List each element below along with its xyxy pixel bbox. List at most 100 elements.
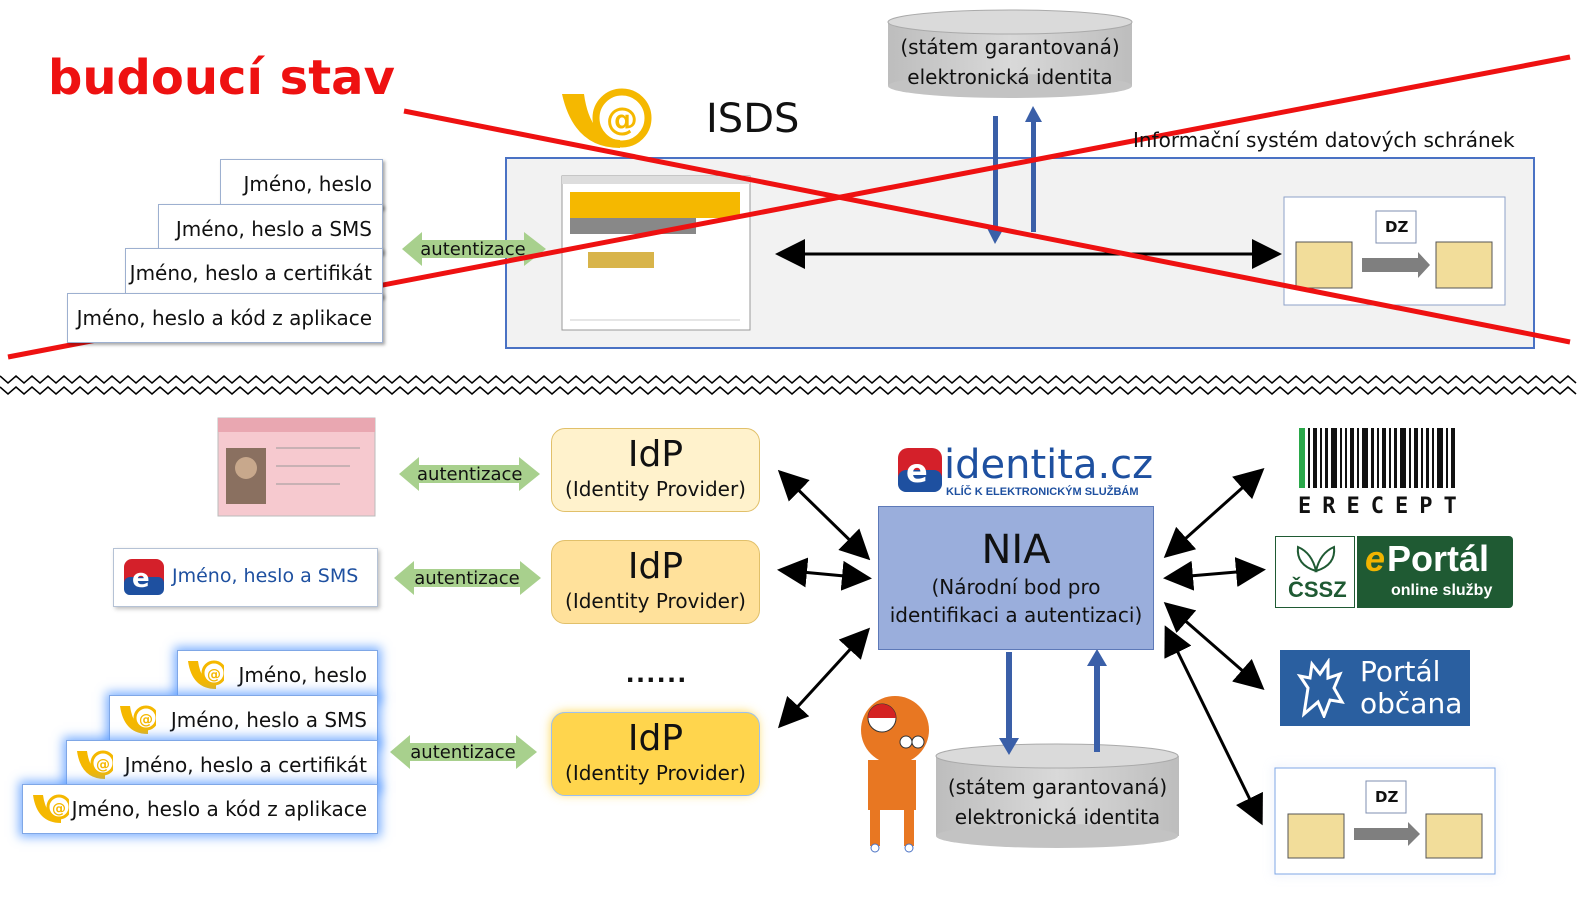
portal-obcana-logo[interactable]: Portál občana — [1280, 650, 1470, 726]
auth-arrow-3 — [390, 735, 537, 769]
barcode-bar — [1400, 428, 1406, 488]
idp-box-2[interactable]: IdP (Identity Provider) — [551, 540, 760, 624]
barcode-bar — [1308, 428, 1310, 488]
barcode-bar — [1320, 428, 1322, 488]
sms-login-box[interactable]: e Jméno, heslo a SMS — [113, 548, 378, 607]
auth-label-top: autentizace — [420, 239, 526, 260]
identity-cylinder-top — [887, 9, 1133, 98]
idp-box-3[interactable]: IdP (Identity Provider) — [551, 712, 760, 796]
auth-arrow-top — [402, 232, 546, 266]
auth-arrow-1 — [399, 457, 540, 491]
barcode-bar — [1325, 428, 1328, 488]
idp-title: IdP — [627, 546, 684, 587]
auth-label-1: autentizace — [417, 464, 523, 485]
svg-text:@: @ — [52, 801, 66, 817]
barcode-bar — [1350, 428, 1354, 488]
datova-schranka-icon: @ — [188, 660, 224, 689]
erecept-barcode — [1299, 428, 1455, 488]
eportal-logo[interactable]: ČSSZ e Portál online služby — [1275, 536, 1513, 608]
portal-obcana-text: Portál občana — [1360, 656, 1462, 720]
top-cred-4[interactable]: Jméno, heslo a kód z aplikace — [67, 293, 383, 343]
auth-label-3: autentizace — [410, 742, 516, 763]
isds-subtitle: Informační systém datových schránek — [1133, 128, 1515, 152]
svg-text:@: @ — [96, 757, 110, 773]
barcode-bar — [1389, 428, 1391, 488]
bottom-cred-1-label: Jméno, heslo — [238, 663, 367, 687]
bottom-cred-3[interactable]: @ Jméno, heslo a certifikát — [66, 740, 378, 790]
svg-text:@: @ — [139, 712, 153, 728]
barcode-bar — [1451, 428, 1455, 488]
barcode-bar — [1426, 428, 1429, 488]
page-title: budoucí stav — [48, 50, 395, 106]
arrow-idp1-nia — [777, 469, 871, 561]
top-cred-3[interactable]: Jméno, heslo a certifikát — [125, 248, 383, 298]
eportal-badge: e Portál online služby — [1357, 536, 1513, 608]
top-cred-2[interactable]: Jméno, heslo a SMS — [158, 204, 383, 254]
identity-bottom-line2: elektronická identita — [954, 805, 1161, 829]
auth-arrow-2 — [394, 561, 541, 595]
svg-text:@: @ — [207, 667, 221, 683]
svg-text:@: @ — [606, 100, 638, 138]
idp-subtitle: (Identity Provider) — [565, 761, 746, 785]
isds-title: ISDS — [706, 96, 800, 142]
identity-cylinder-bottom — [935, 743, 1179, 848]
eidentita-brand: identita.cz — [944, 442, 1154, 488]
bottom-cred-1[interactable]: @ Jméno, heslo — [177, 650, 378, 700]
id-card-image — [217, 417, 376, 517]
czech-lion-icon — [1296, 658, 1345, 718]
svg-text:e: e — [906, 452, 928, 490]
barcode-bar — [1377, 428, 1379, 488]
cssz-badge: ČSSZ — [1275, 536, 1355, 608]
barcode-bar — [1371, 428, 1374, 488]
idp-subtitle: (Identity Provider) — [565, 477, 746, 501]
eidentita-logo-icon: e — [898, 448, 942, 492]
bottom-cred-3-label: Jméno, heslo a certifikát — [124, 753, 367, 777]
barcode-bar — [1345, 428, 1347, 488]
barcode-bar — [1394, 428, 1397, 488]
nia-identity-arrows — [999, 649, 1107, 755]
nia-line2: identifikaci a autentizaci) — [889, 603, 1143, 627]
identity-top-line2: elektronická identita — [907, 65, 1113, 89]
isds-identity-arrows — [987, 106, 1042, 244]
barcode-bar — [1357, 428, 1359, 488]
top-cred-1[interactable]: Jméno, heslo — [220, 159, 383, 209]
barcode-bar — [1382, 428, 1386, 488]
dz-label-top: DZ — [1385, 218, 1409, 236]
cssz-leaf-icon — [1296, 545, 1336, 573]
barcode-bar — [1414, 428, 1418, 488]
eidentita-e-icon: e — [124, 559, 164, 595]
auth-label-2: autentizace — [414, 568, 520, 589]
nia-title: NIA — [981, 527, 1051, 573]
arrow-nia-eportal — [1163, 557, 1266, 591]
bottom-cred-4[interactable]: @ Jméno, heslo a kód z aplikace — [22, 784, 378, 834]
barcode-bar — [1362, 428, 1368, 488]
ellipsis: ...... — [626, 656, 689, 689]
barcode-bar — [1331, 428, 1337, 488]
idp-box-1[interactable]: IdP (Identity Provider) — [551, 428, 760, 512]
bottom-cred-4-label: Jméno, heslo a kód z aplikace — [71, 797, 367, 821]
isds-screenshot — [561, 175, 751, 331]
bottom-cred-2[interactable]: @ Jméno, heslo a SMS — [109, 695, 378, 745]
erecept-label[interactable]: ERECEPT — [1298, 494, 1468, 519]
barcode-bar — [1437, 428, 1443, 488]
zigzag-divider-2 — [0, 386, 1577, 395]
eidentita-tagline: KLÍČ K ELEKTRONICKÝM SLUŽBÁM — [946, 486, 1139, 498]
sms-login-text: Jméno, heslo a SMS — [172, 565, 359, 587]
barcode-bar — [1313, 428, 1317, 488]
mascot-icon — [861, 696, 929, 853]
nia-line1: (Národní bod pro — [931, 575, 1101, 599]
arrow-nia-portal — [1163, 602, 1265, 690]
red-cross-line-1 — [403, 108, 1571, 345]
identity-bottom-text: (státem garantovaná) elektronická identi… — [936, 772, 1179, 832]
svg-text:e: e — [132, 564, 150, 594]
arrow-idp3-nia — [777, 627, 871, 729]
zigzag-divider — [0, 375, 1577, 384]
barcode-bar — [1421, 428, 1423, 488]
dz-label-bottom: DZ — [1375, 788, 1399, 806]
portal-line2: občana — [1360, 687, 1463, 720]
bottom-cred-2-label: Jméno, heslo a SMS — [170, 708, 367, 732]
nia-box[interactable]: NIA (Národní bod pro identifikaci a aute… — [878, 506, 1154, 650]
identity-bottom-line1: (státem garantovaná) — [947, 775, 1168, 799]
identity-top-text: (státem garantovaná) elektronická identi… — [888, 32, 1132, 92]
barcode-bar — [1446, 428, 1448, 488]
